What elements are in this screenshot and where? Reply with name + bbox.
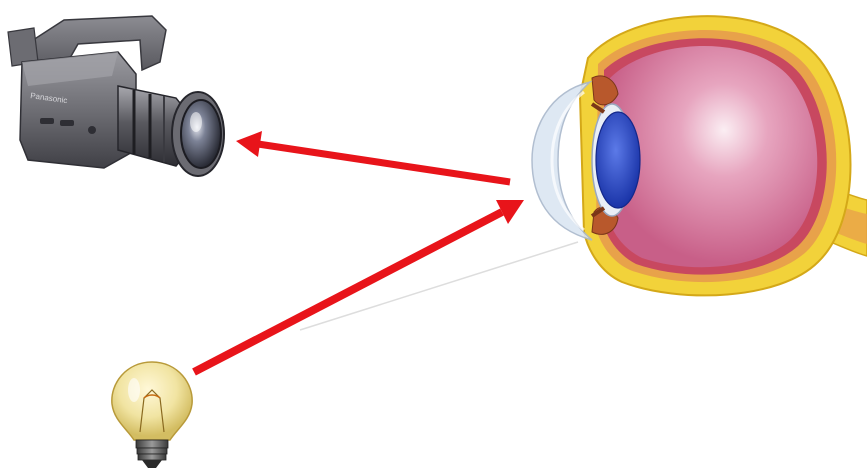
faint-reflection-line	[300, 242, 578, 330]
bulb-to-eye-arrow	[194, 200, 524, 372]
human-eye-cross-section-icon	[532, 16, 867, 295]
eye-to-camera-arrow	[236, 131, 510, 182]
video-camera-icon: Panasonic	[8, 16, 224, 176]
light-bulb-icon	[112, 362, 192, 468]
